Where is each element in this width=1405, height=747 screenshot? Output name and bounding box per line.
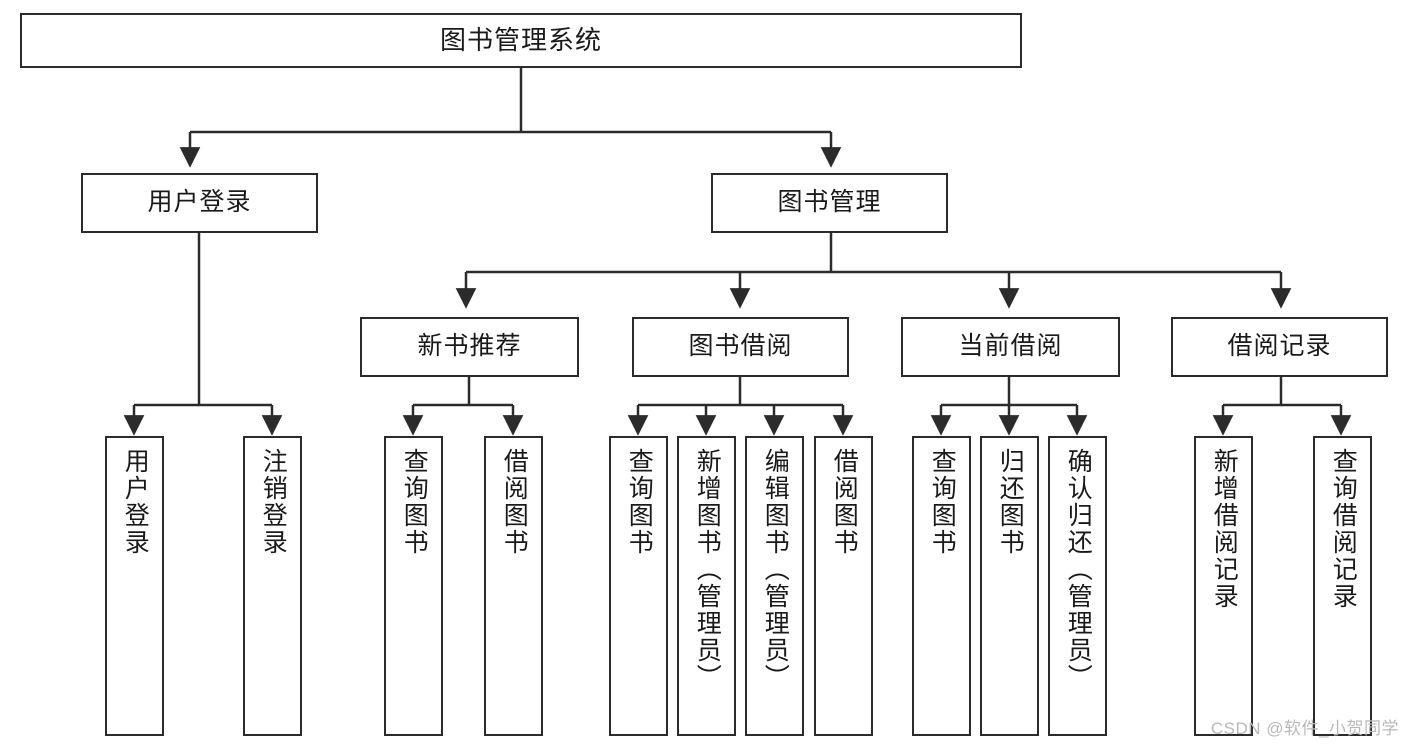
node-label: 借阅图书 <box>500 448 529 556</box>
node-label: 查询借阅记录 <box>1329 448 1358 610</box>
node-book-borrow[interactable]: 图书借阅 <box>632 317 849 377</box>
node-label: 当前借阅 <box>958 332 1063 361</box>
node-label: 查询图书 <box>928 448 957 556</box>
leaf-current-borrow-return-book[interactable]: 归还图书 <box>980 436 1039 736</box>
node-new-book-recommend[interactable]: 新书推荐 <box>360 317 579 377</box>
leaf-borrow-record-add-record[interactable]: 新增借阅记录 <box>1194 436 1253 736</box>
node-book-management[interactable]: 图书管理 <box>711 173 948 233</box>
leaf-current-borrow-confirm-return-admin[interactable]: 确认归还（管理员） <box>1048 436 1107 736</box>
node-label: 图书管理 <box>777 188 882 217</box>
node-label: 注销登录 <box>259 448 288 556</box>
node-root-system[interactable]: 图书管理系统 <box>20 13 1022 68</box>
leaf-new-book-borrow-book[interactable]: 借阅图书 <box>484 436 543 736</box>
csdn-watermark: CSDN @软件_小贺同学 <box>1210 719 1399 738</box>
leaf-book-borrow-borrow-book[interactable]: 借阅图书 <box>814 436 873 736</box>
node-label: 查询图书 <box>400 448 429 556</box>
node-label: 借阅记录 <box>1227 332 1332 361</box>
node-label: 查询图书 <box>625 448 654 556</box>
node-label: 新增借阅记录 <box>1210 448 1239 610</box>
node-label: 确认归还（管理员） <box>1064 448 1093 691</box>
leaf-borrow-record-query-record[interactable]: 查询借阅记录 <box>1313 436 1372 736</box>
node-current-borrow[interactable]: 当前借阅 <box>901 317 1120 377</box>
node-label: 用户登录 <box>121 448 150 556</box>
leaf-book-borrow-edit-book-admin[interactable]: 编辑图书（管理员） <box>745 436 804 736</box>
leaf-new-book-query-book[interactable]: 查询图书 <box>384 436 443 736</box>
node-label: 新增图书（管理员） <box>693 448 722 691</box>
node-label: 归还图书 <box>996 448 1025 556</box>
node-label: 新书推荐 <box>417 332 522 361</box>
node-label: 编辑图书（管理员） <box>761 448 790 691</box>
leaf-user-login-login[interactable]: 用户登录 <box>105 436 164 736</box>
node-user-login[interactable]: 用户登录 <box>81 173 318 233</box>
node-label: 图书管理系统 <box>439 25 602 56</box>
node-label: 图书借阅 <box>688 332 793 361</box>
leaf-user-login-logout[interactable]: 注销登录 <box>243 436 302 736</box>
leaf-current-borrow-query-book[interactable]: 查询图书 <box>912 436 971 736</box>
leaf-book-borrow-add-book-admin[interactable]: 新增图书（管理员） <box>677 436 736 736</box>
node-label: 借阅图书 <box>830 448 859 556</box>
leaf-book-borrow-query-book[interactable]: 查询图书 <box>609 436 668 736</box>
node-label: 用户登录 <box>147 188 252 217</box>
node-borrow-record[interactable]: 借阅记录 <box>1171 317 1388 377</box>
